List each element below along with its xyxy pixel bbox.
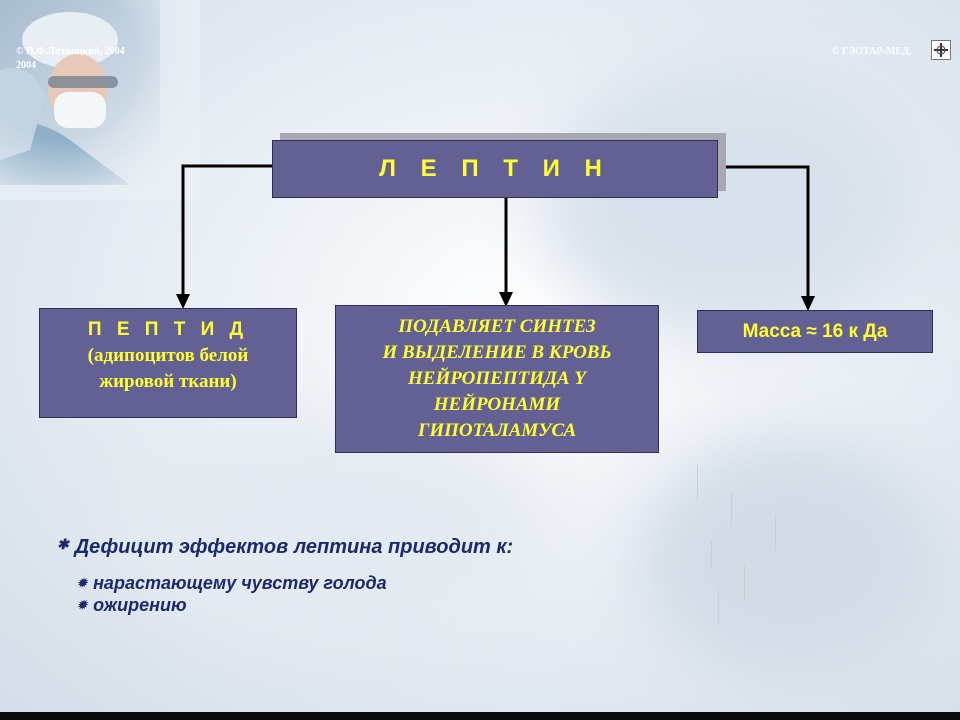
peptide-box: П Е П Т И Д (адипоцитов белой жировой тк… (39, 308, 297, 418)
deficit-item-text: нарастающему чувству голода (93, 573, 387, 593)
leptin-title: Л Е П Т И Н (379, 155, 611, 182)
background-haze (540, 60, 920, 340)
suppression-line: НЕЙРОНАМИ (433, 394, 561, 415)
peptide-title: П Е П Т И Д (87, 319, 249, 340)
decor-line (697, 465, 698, 500)
asterisk-bullet-icon: ✱ (57, 536, 69, 552)
publisher-logo-icon (934, 43, 948, 57)
suppression-line: ГИПОТАЛАМУСА (417, 420, 577, 441)
arrow-to-peptide (181, 164, 272, 296)
mass-box: Масса ≈ 16 к Да (697, 310, 933, 353)
arrowhead-mass (801, 296, 815, 311)
bullet-icon: ✹ (77, 598, 88, 612)
leptin-box: Л Е П Т И Н (272, 140, 718, 198)
deficit-item: ✹ нарастающему чувству голода (77, 573, 387, 594)
background-haze (120, 420, 540, 640)
arrowhead-peptide (176, 294, 190, 309)
decor-line (731, 492, 732, 527)
publisher-copyright: © ГЭОТАР-МЕД, (832, 46, 912, 57)
arrow-to-mass (718, 165, 810, 298)
bullet-icon: ✹ (77, 576, 88, 590)
suppression-box: ПОДАВЛЯЕТ СИНТЕЗ И ВЫДЕЛЕНИЕ В КРОВЬ НЕЙ… (335, 305, 659, 453)
deficit-item: ✹ ожирению (77, 595, 187, 616)
peptide-description: (адипоцитов белой жировой ткани) (40, 343, 296, 395)
publisher-logo (931, 40, 951, 60)
author-copyright: © П.Ф.Литвицкий, 2004 (16, 46, 125, 57)
arrowhead-suppression (499, 292, 513, 307)
suppression-line: НЕЙРОПЕПТИДА Y (408, 368, 586, 389)
background-haze (640, 440, 940, 680)
suppression-line: И ВЫДЕЛЕНИЕ В КРОВЬ (382, 342, 612, 363)
mass-text: Масса ≈ 16 к Да (742, 320, 888, 342)
deficit-item-text: ожирению (93, 595, 187, 615)
deficit-heading-text: Дефицит эффектов лептина приводит к: (74, 536, 514, 558)
decor-line (775, 515, 776, 550)
decor-line (718, 590, 719, 625)
suppression-line: ПОДАВЛЯЕТ СИНТЕЗ (398, 316, 596, 337)
peptide-desc-line: жировой ткани) (99, 371, 237, 392)
photo-fade (0, 0, 200, 200)
peptide-desc-line: (адипоцитов белой (87, 345, 249, 366)
decor-line (711, 540, 712, 570)
deficit-heading: ✱ Дефицит эффектов лептина приводит к: (57, 536, 513, 559)
bottom-bar (0, 712, 960, 720)
author-year: 2004 (16, 60, 36, 71)
decor-line (744, 565, 745, 600)
